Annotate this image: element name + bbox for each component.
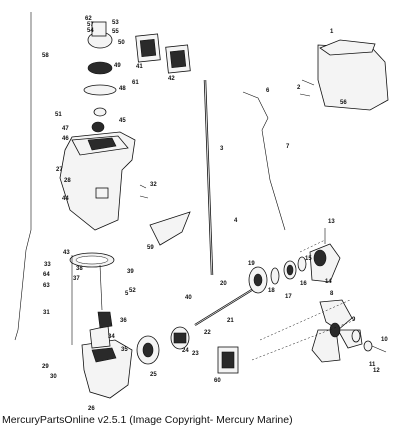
part-label-14: 14 (325, 279, 332, 285)
seal-ring-43 (69, 252, 115, 268)
part-label-31: 31 (43, 310, 50, 316)
part-label-62: 62 (85, 16, 92, 22)
part-label-63: 63 (43, 283, 50, 289)
prop-nut-11 (363, 340, 373, 352)
part-label-51: 51 (55, 112, 62, 118)
gasket-41 (135, 33, 161, 63)
part-label-21: 21 (227, 318, 234, 324)
part-label-49: 49 (114, 63, 121, 69)
image-caption: MercuryPartsOnline v2.5.1 (Image Copyrig… (2, 414, 293, 426)
part-label-24: 24 (182, 348, 189, 354)
part-label-57: 57 (87, 22, 94, 28)
shift-rod-58 (14, 12, 32, 341)
part-label-48: 48 (119, 86, 126, 92)
part-label-33: 33 (44, 262, 51, 268)
part-label-60: 60 (214, 378, 221, 384)
drive-shaft-3 (203, 79, 214, 276)
assembly-guides (251, 239, 356, 361)
part-label-35: 35 (121, 347, 128, 353)
water-pump-stack (83, 21, 117, 133)
part-label-15: 15 (305, 256, 312, 262)
reverse-gear-19 (248, 266, 268, 294)
bearing-carrier-14 (309, 243, 341, 283)
part-label-29: 29 (42, 364, 49, 370)
part-label-11: 11 (369, 362, 376, 368)
part-label-52: 52 (129, 288, 136, 294)
part-label-18: 18 (268, 288, 275, 294)
part-label-37: 37 (73, 276, 80, 282)
pinion-bearing-34 (89, 325, 111, 349)
part-label-56: 56 (340, 100, 347, 106)
part-label-20: 20 (220, 281, 227, 287)
part-label-45: 45 (119, 118, 126, 124)
part-label-43: 43 (63, 250, 70, 256)
part-label-19: 19 (248, 261, 255, 267)
part-label-3: 3 (220, 146, 224, 152)
part-label-10: 10 (381, 337, 388, 343)
part-label-22: 22 (204, 330, 211, 336)
part-label-32: 32 (150, 182, 157, 188)
washer-16 (297, 256, 307, 272)
part-label-61: 61 (132, 80, 139, 86)
part-label-6: 6 (266, 88, 270, 94)
part-label-2: 2 (297, 85, 301, 91)
part-label-8: 8 (330, 291, 334, 297)
part-label-26: 26 (88, 406, 95, 410)
part-label-59: 59 (147, 245, 154, 251)
propeller-8 (311, 299, 363, 363)
anode-66 (149, 211, 191, 246)
part-label-23: 23 (192, 351, 199, 357)
part-label-46: 46 (62, 136, 69, 142)
part-label-5: 5 (125, 291, 129, 297)
thrust-hub-9 (351, 329, 361, 343)
part-label-39: 39 (127, 269, 134, 275)
part-label-17: 17 (285, 294, 292, 300)
part-label-13: 13 (328, 219, 335, 225)
part-label-58: 58 (42, 53, 49, 59)
part-label-27: 27 (56, 167, 63, 173)
part-label-64: 64 (43, 272, 50, 278)
part-label-55: 55 (112, 29, 119, 35)
lower-gearcase-26 (81, 339, 133, 399)
part-label-54: 54 (87, 28, 94, 34)
part-label-12: 12 (373, 368, 380, 374)
part-label-9: 9 (352, 317, 356, 323)
seal-17 (283, 260, 297, 280)
exploded-parts-diagram: 1234567891011121314151617181920212223242… (14, 12, 389, 410)
shift-rod-7 (242, 91, 286, 231)
part-label-25: 25 (150, 372, 157, 378)
part-label-42: 42 (168, 76, 175, 82)
part-label-1: 1 (330, 29, 334, 35)
bearing-36 (97, 311, 113, 329)
cover-housing-1 (317, 39, 389, 111)
part-label-28: 28 (64, 178, 71, 184)
propeller-shaft-21 (194, 287, 256, 326)
part-label-7: 7 (286, 144, 290, 150)
part-label-44: 44 (62, 196, 69, 202)
fasteners (71, 79, 326, 345)
part-label-16: 16 (300, 281, 307, 287)
bearing-18 (270, 267, 280, 285)
part-label-40: 40 (185, 295, 192, 301)
forward-gear-25 (136, 335, 160, 365)
part-label-47: 47 (62, 126, 69, 132)
part-label-30: 30 (50, 374, 57, 380)
gasket-42 (165, 44, 191, 74)
cotter-pin-10 (371, 345, 387, 353)
gearcase-housing-44 (59, 131, 136, 231)
gasket-60 (217, 346, 239, 374)
part-number-labels: 1234567891011121314151617181920212223242… (42, 16, 388, 410)
part-label-38: 38 (76, 266, 83, 272)
part-label-50: 50 (118, 40, 125, 46)
clutch-24 (170, 326, 190, 350)
part-label-36: 36 (120, 318, 127, 324)
part-label-34: 34 (108, 334, 115, 340)
part-label-4: 4 (234, 218, 238, 224)
part-label-41: 41 (136, 64, 143, 70)
part-label-53: 53 (112, 20, 119, 26)
